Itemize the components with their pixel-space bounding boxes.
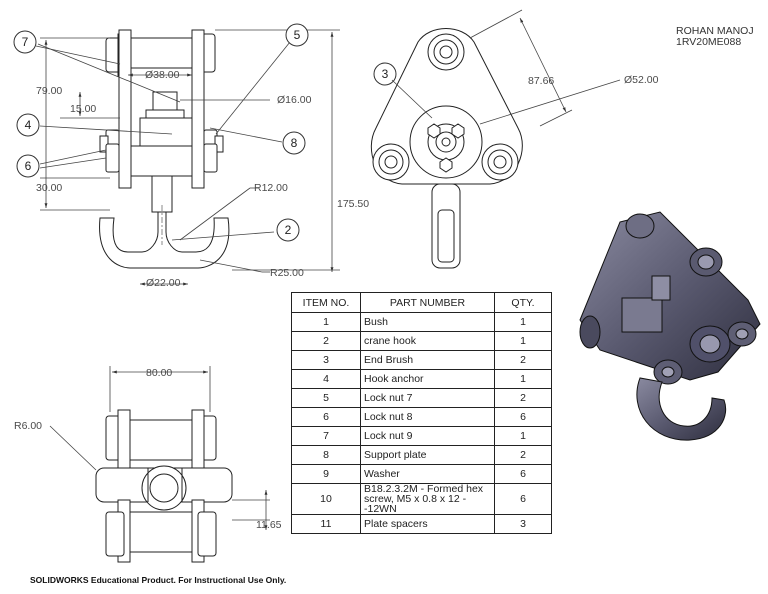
- bom-item: 1: [291, 312, 361, 332]
- dim-dia52: Ø52.00: [624, 74, 659, 86]
- author-block: ROHAN MANOJ 1RV20ME088: [676, 26, 754, 48]
- balloon-5: 5: [285, 23, 309, 47]
- svg-text:5: 5: [294, 28, 301, 42]
- bom-item: 10: [291, 483, 361, 515]
- side-view: [370, 28, 523, 269]
- bom-part: crane hook: [360, 331, 495, 351]
- svg-text:7: 7: [22, 35, 29, 49]
- side-view-dim-text: 87.66 Ø52.00: [528, 74, 659, 87]
- bom-header-item: ITEM NO.: [291, 292, 361, 313]
- dim-r12: R12.00: [254, 182, 288, 194]
- dim-r6: R6.00: [14, 420, 42, 432]
- bom-part: Lock nut 8: [360, 407, 495, 427]
- bom-qty: 3: [494, 514, 552, 534]
- bom-part: Support plate: [360, 445, 495, 465]
- author-id: 1RV20ME088: [676, 36, 742, 48]
- dim-175: 175.50: [337, 198, 369, 210]
- bom-qty: 1: [494, 426, 552, 446]
- bom-part: Lock nut 9: [360, 426, 495, 446]
- svg-text:6: 6: [25, 159, 32, 173]
- svg-text:3: 3: [382, 67, 389, 81]
- bom-header-row: ITEM NO. PART NUMBER QTY.: [291, 292, 552, 313]
- bom-qty: 6: [494, 483, 552, 515]
- bom-item: 11: [291, 514, 361, 534]
- bom-part: Lock nut 7: [360, 388, 495, 408]
- svg-text:4: 4: [25, 118, 32, 132]
- balloon-7: 7: [13, 30, 37, 54]
- svg-text:2: 2: [285, 223, 292, 237]
- bom-item: 9: [291, 464, 361, 484]
- bom-part: End Brush: [360, 350, 495, 370]
- dim-dia38: Ø38.00: [145, 69, 180, 81]
- balloon-8: 8: [282, 131, 306, 155]
- bom-item: 2: [291, 331, 361, 351]
- dim-79: 79.00: [36, 85, 62, 97]
- balloon-3: 3: [373, 62, 397, 86]
- bom-qty: 6: [494, 407, 552, 427]
- top-view-dim-text: 80.00 R6.00 11.65: [14, 367, 282, 531]
- top-view-dimensions: [49, 366, 270, 530]
- balloon-6: 6: [16, 154, 40, 178]
- bom-part: Hook anchor: [360, 369, 495, 389]
- top-view: [95, 409, 233, 563]
- bom-item: 8: [291, 445, 361, 465]
- footer-notice: SOLIDWORKS Educational Product. For Inst…: [30, 575, 287, 585]
- dim-dia22: Ø22.00: [146, 277, 181, 289]
- dim-r25: R25.00: [270, 267, 304, 279]
- balloon-4: 4: [16, 113, 40, 137]
- dim-80: 80.00: [146, 367, 172, 379]
- bom-item: 3: [291, 350, 361, 370]
- front-view-dimensions: [35, 29, 340, 286]
- bom-header-qty: QTY.: [494, 292, 552, 313]
- isometric-view: [579, 211, 761, 441]
- bom-part: Washer: [360, 464, 495, 484]
- bom-part: Bush: [360, 312, 495, 332]
- bom-qty: 2: [494, 350, 552, 370]
- svg-text:8: 8: [291, 136, 298, 150]
- dim-11: 11.65: [256, 519, 282, 531]
- bom-part: B18.2.3.2M - Formed hex screw, M5 x 0.8 …: [360, 483, 495, 515]
- balloons: 7 5 4 8 6 2 3: [13, 23, 397, 242]
- bom-qty: 1: [494, 369, 552, 389]
- bom-item: 7: [291, 426, 361, 446]
- bom-qty: 6: [494, 464, 552, 484]
- balloon-2: 2: [276, 218, 300, 242]
- bom-item: 5: [291, 388, 361, 408]
- bom-qty: 1: [494, 331, 552, 351]
- bom-qty: 2: [494, 445, 552, 465]
- author-name: ROHAN MANOJ: [676, 25, 754, 37]
- dim-dia16: Ø16.00: [277, 94, 312, 106]
- bom-header-part: PART NUMBER: [360, 292, 495, 313]
- side-view-dimensions: [391, 9, 621, 127]
- bom-item: 4: [291, 369, 361, 389]
- bom-qty: 2: [494, 388, 552, 408]
- dim-30: 30.00: [36, 182, 62, 194]
- bom-qty: 1: [494, 312, 552, 332]
- dim-87: 87.66: [528, 75, 554, 87]
- bom-item: 6: [291, 407, 361, 427]
- front-view-dim-text: 79.00 15.00 30.00 175.50 Ø38.00 Ø16.00 R…: [36, 69, 369, 289]
- front-view: [99, 29, 230, 269]
- bom-part: Plate spacers: [360, 514, 495, 534]
- dim-15: 15.00: [70, 103, 96, 115]
